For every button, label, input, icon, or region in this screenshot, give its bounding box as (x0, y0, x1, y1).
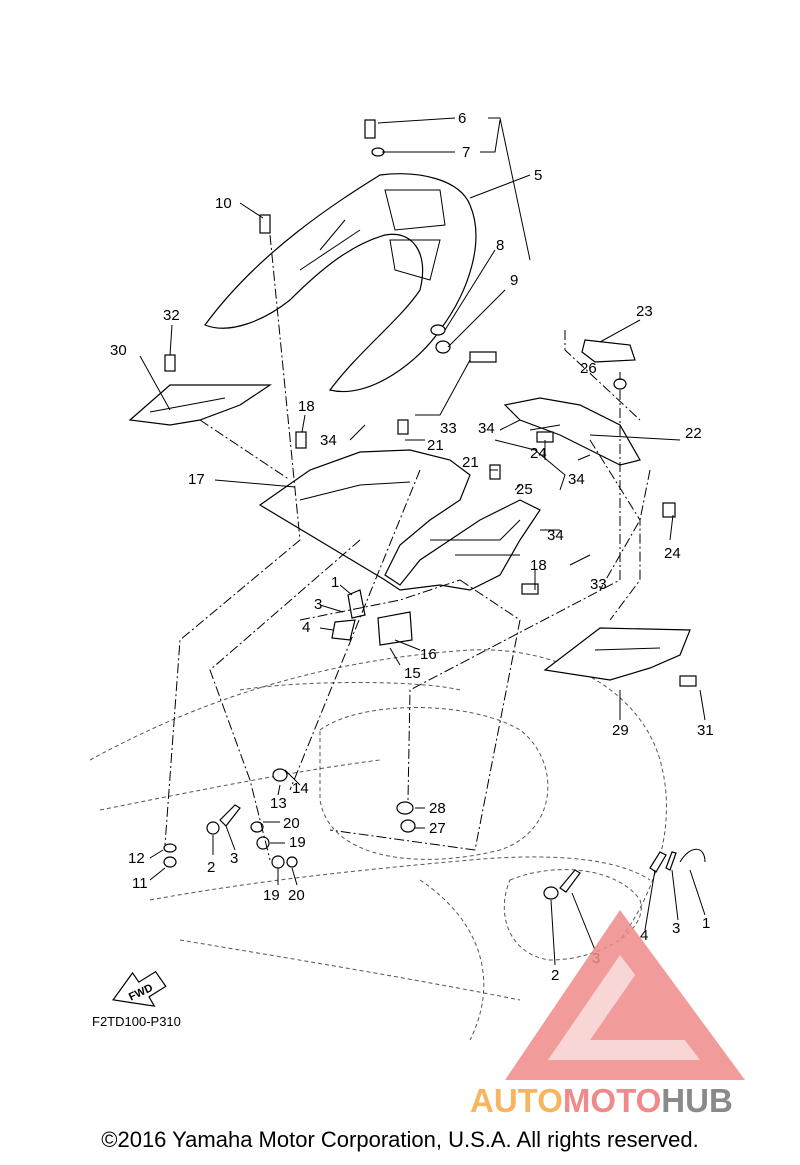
callout-33a: 33 (440, 420, 457, 437)
callout-2a: 2 (207, 859, 215, 876)
callout-3b: 3 (230, 850, 238, 867)
watermark-logo (505, 910, 745, 1080)
callout-8: 8 (496, 237, 504, 254)
callout-3c: 3 (672, 920, 680, 937)
callout-34d: 34 (547, 527, 564, 544)
callout-14: 14 (292, 780, 309, 797)
callout-2b: 2 (551, 967, 559, 984)
callout-20a: 20 (283, 815, 300, 832)
diagram-code: F2TD100-P310 (92, 1014, 181, 1029)
part-callouts: 6 7 5 10 8 9 32 23 30 26 18 33 34 22 34 … (110, 110, 714, 984)
grab-handle (581, 339, 636, 363)
callout-19a: 19 (289, 834, 306, 851)
callout-32: 32 (163, 307, 180, 324)
callout-28: 28 (429, 800, 446, 817)
callout-20b: 20 (288, 887, 305, 904)
callout-1b: 1 (702, 915, 710, 932)
callout-24b: 24 (664, 545, 681, 562)
copyright-notice: ©2016 Yamaha Motor Corporation, U.S.A. A… (101, 1127, 699, 1152)
callout-30: 30 (110, 342, 127, 359)
callout-21a: 21 (427, 437, 444, 454)
callout-13: 13 (270, 795, 287, 812)
callout-7: 7 (462, 144, 470, 161)
fwd-arrow: FWD (112, 970, 167, 1007)
callout-27: 27 (429, 820, 446, 837)
callout-18a: 18 (298, 398, 315, 415)
callout-25: 25 (516, 481, 533, 498)
leader-lines (139, 117, 706, 966)
callout-10: 10 (215, 195, 232, 212)
hull-outline (89, 649, 667, 1041)
callout-5: 5 (534, 167, 542, 184)
callout-3a: 3 (314, 596, 322, 613)
callout-18b: 18 (530, 557, 547, 574)
callout-19b: 19 (263, 887, 280, 904)
callout-22: 22 (685, 425, 702, 442)
callout-23: 23 (636, 303, 653, 320)
callout-6: 6 (458, 110, 466, 127)
callout-15: 15 (404, 665, 421, 682)
callout-26: 26 (580, 360, 597, 377)
callout-34c: 34 (568, 471, 585, 488)
watermark-moto: MOTO (562, 1082, 662, 1119)
callout-17: 17 (188, 471, 205, 488)
rear-fairing (258, 449, 541, 591)
watermark-hub: HUB (661, 1082, 733, 1119)
callout-29: 29 (612, 722, 629, 739)
callout-16: 16 (420, 646, 437, 663)
callout-9: 9 (510, 272, 518, 289)
callout-31: 31 (697, 722, 714, 739)
lower-cover (543, 627, 691, 681)
reference-lines (164, 234, 651, 861)
callout-4a: 4 (302, 619, 310, 636)
callout-21b: 21 (462, 454, 479, 471)
callout-34b: 34 (320, 432, 337, 449)
watermark-auto: AUTO (470, 1082, 563, 1119)
callout-4b: 4 (640, 927, 648, 944)
side-panel-right (494, 397, 641, 491)
callout-1a: 1 (331, 574, 339, 591)
callout-24a: 24 (530, 445, 547, 462)
callout-34a: 34 (478, 420, 495, 437)
seat-cowl-frame (204, 173, 477, 393)
side-cover-left (128, 384, 272, 426)
small-parts (163, 119, 706, 900)
callout-33b: 33 (590, 576, 607, 593)
watermark-text: AUTOMOTOHUB (470, 1082, 733, 1120)
callout-11: 11 (132, 875, 148, 892)
callout-12: 12 (128, 850, 145, 867)
